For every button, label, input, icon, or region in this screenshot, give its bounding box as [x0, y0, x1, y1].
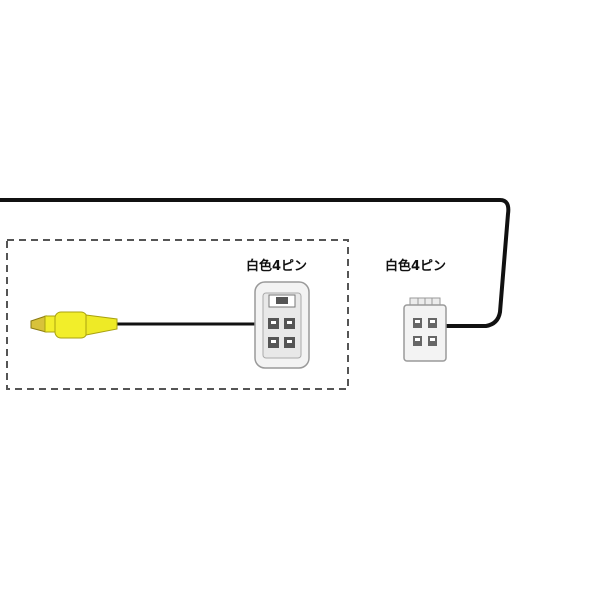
rca-plug-boot — [85, 314, 118, 336]
right-connector-body — [403, 304, 447, 362]
right-connector-icon — [403, 297, 447, 362]
main-cable — [0, 198, 511, 328]
left-connector-icon — [254, 281, 310, 369]
rca-plug-body — [54, 311, 88, 339]
rca-plug-collar — [44, 315, 57, 333]
dashed-group-box — [6, 239, 349, 390]
rca-plug-icon — [30, 311, 118, 339]
rca-plug-tip — [30, 315, 47, 333]
right-connector-label: 白色4ピン — [385, 259, 447, 274]
left-connector-label: 白色4ピン — [246, 259, 308, 274]
